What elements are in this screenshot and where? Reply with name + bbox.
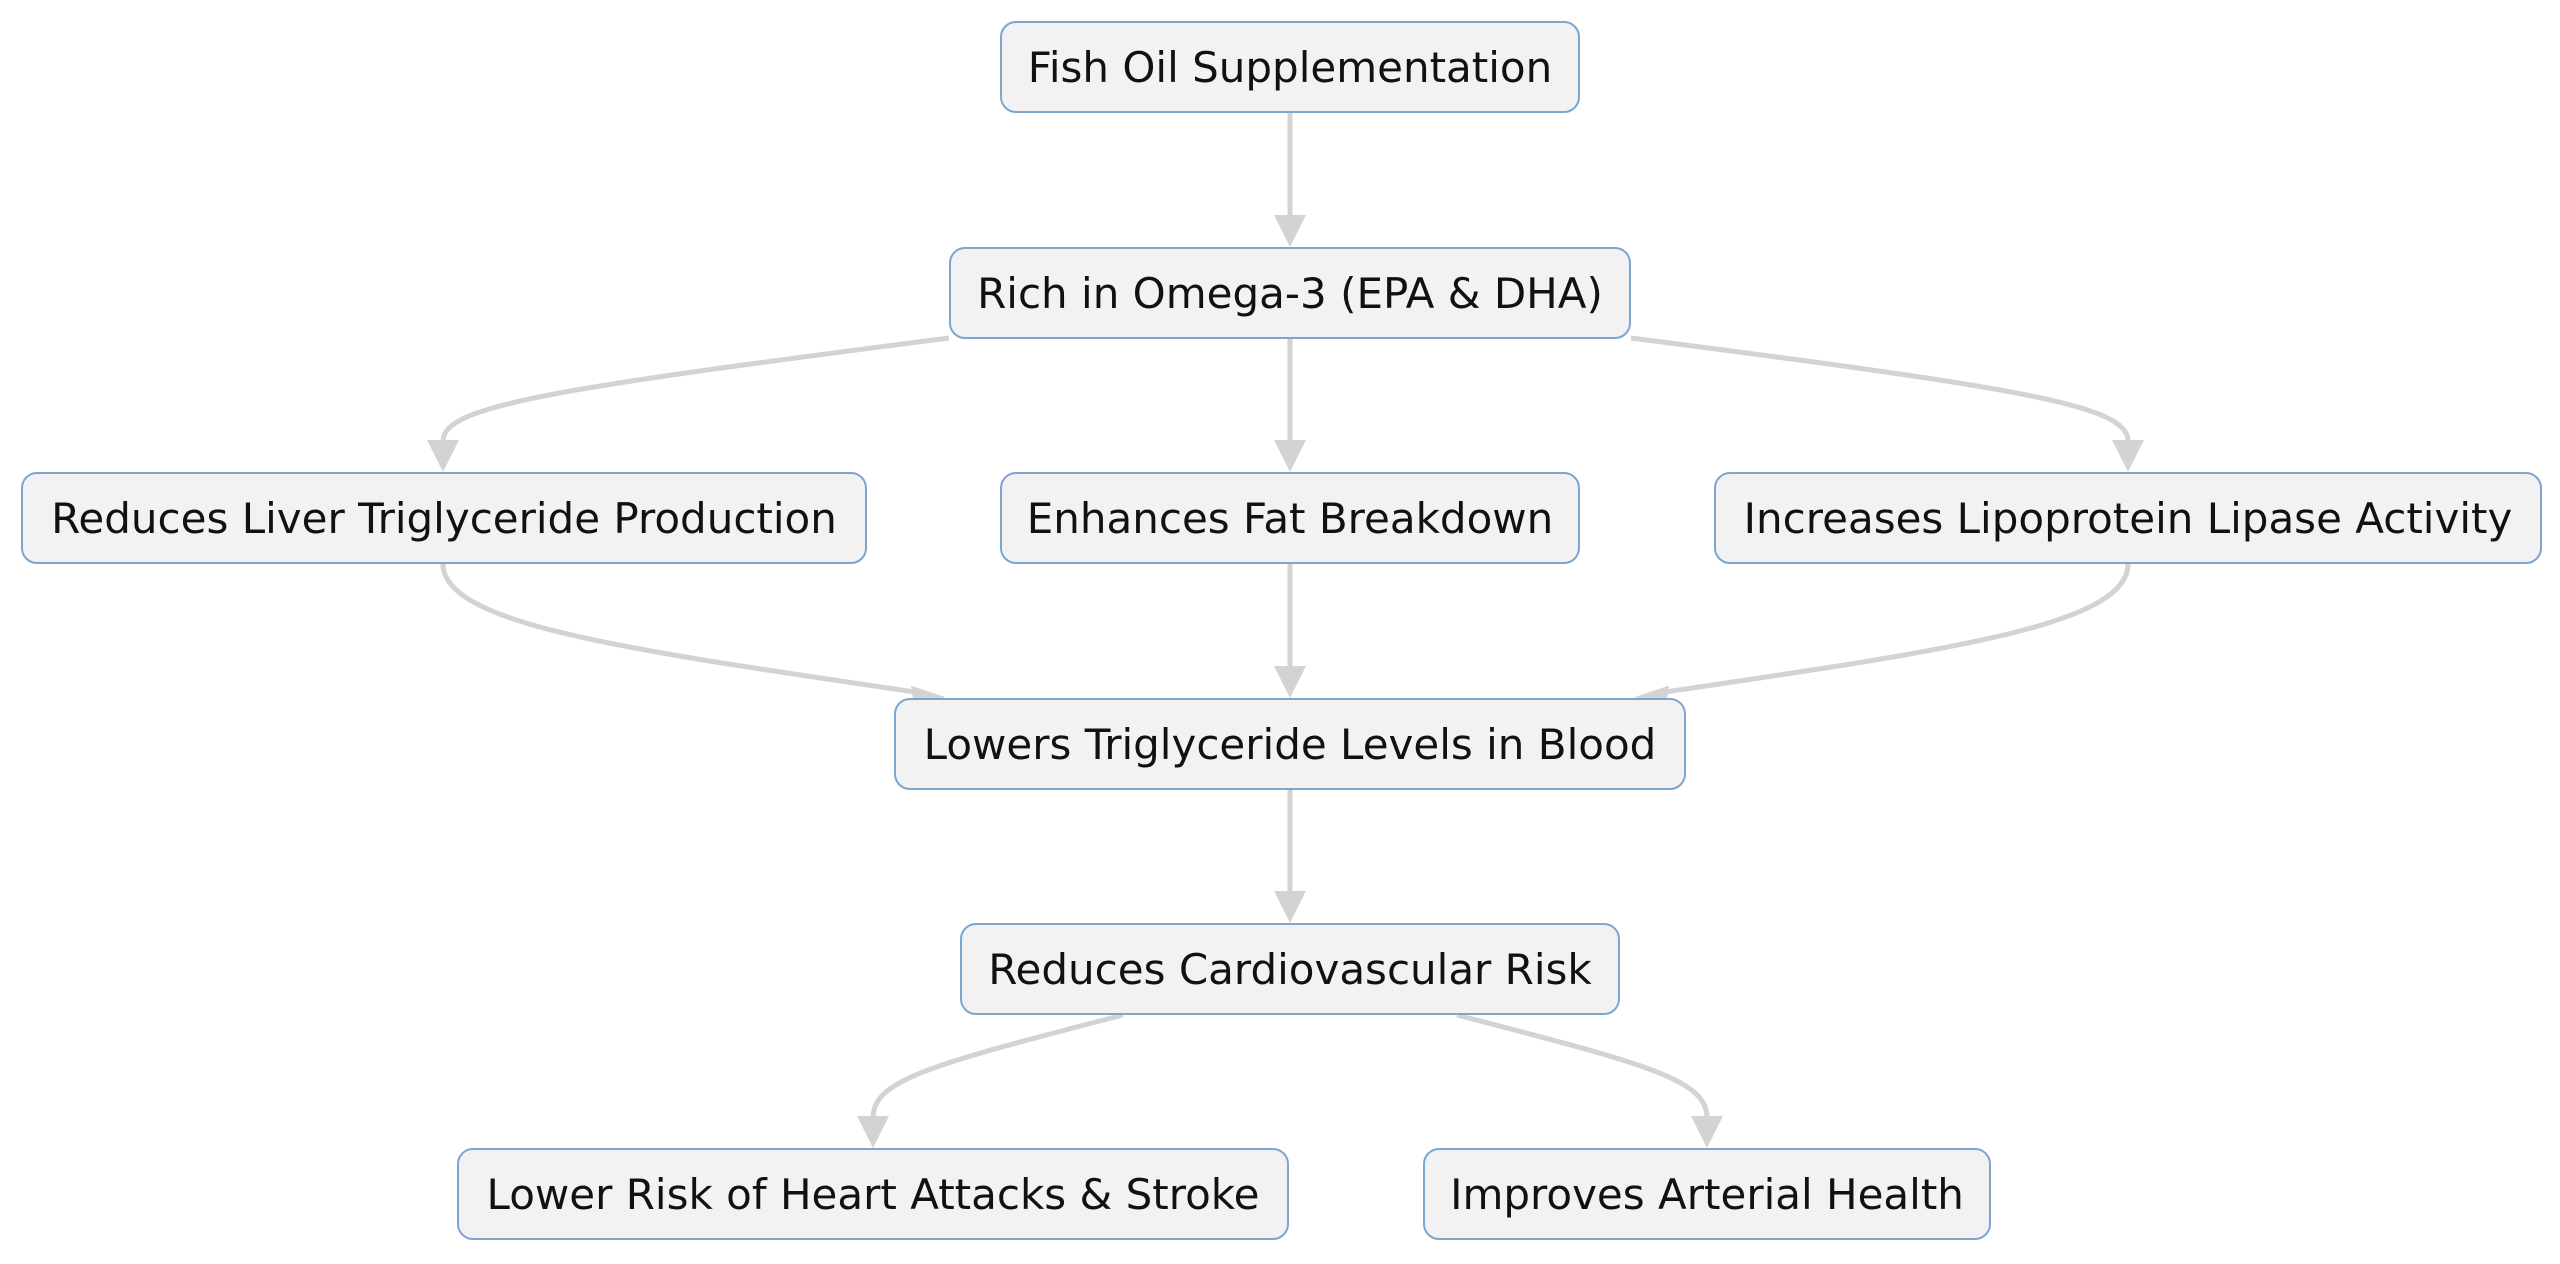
node-improves-arterial-health: Improves Arterial Health [1423, 1148, 1991, 1240]
arrowhead-icon [2112, 440, 2144, 472]
edge-cardio-to-arterial [1456, 1012, 1723, 1148]
edge-fat-breakdown-to-lowers [1274, 564, 1306, 698]
edge-line [1630, 335, 2131, 441]
edge-line [440, 335, 950, 441]
node-enhances-fat-breakdown: Enhances Fat Breakdown [1000, 472, 1580, 564]
arrowhead-icon [1274, 215, 1306, 247]
arrowhead-icon [857, 1116, 889, 1148]
edge-omega3-to-fat-breakdown [1274, 339, 1306, 472]
edge-line [440, 563, 916, 695]
node-increases-lipoprotein-lipase-activity: Increases Lipoprotein Lipase Activity [1714, 472, 2542, 564]
edge-line [870, 1012, 1124, 1119]
arrowhead-icon [1274, 440, 1306, 472]
edge-fish-oil-to-omega3 [1274, 113, 1306, 247]
node-rich-in-omega-3: Rich in Omega-3 (EPA & DHA) [949, 247, 1631, 339]
node-reduces-liver-triglyceride-production: Reduces Liver Triglyceride Production [21, 472, 867, 564]
edge-lipase-to-lowers [1635, 563, 2131, 718]
arrowhead-icon [1274, 666, 1306, 698]
edge-liver-to-lowers [440, 563, 945, 718]
arrowhead-icon [1274, 891, 1306, 923]
node-reduces-cardiovascular-risk: Reduces Cardiovascular Risk [960, 923, 1620, 1015]
node-lower-risk-heart-attacks-stroke: Lower Risk of Heart Attacks & Stroke [457, 1148, 1289, 1240]
node-lowers-triglyceride-levels-in-blood: Lowers Triglyceride Levels in Blood [894, 698, 1686, 790]
edge-line [1456, 1012, 1710, 1119]
arrowhead-icon [1691, 1116, 1723, 1148]
edge-omega3-to-lipase [1630, 335, 2144, 472]
edge-omega3-to-liver [427, 335, 950, 472]
edge-cardio-to-heart [857, 1012, 1124, 1148]
node-fish-oil-supplementation: Fish Oil Supplementation [1000, 21, 1580, 113]
edge-lowers-to-cardio [1274, 790, 1306, 923]
edge-line [1664, 563, 2131, 695]
arrowhead-icon [427, 440, 459, 472]
